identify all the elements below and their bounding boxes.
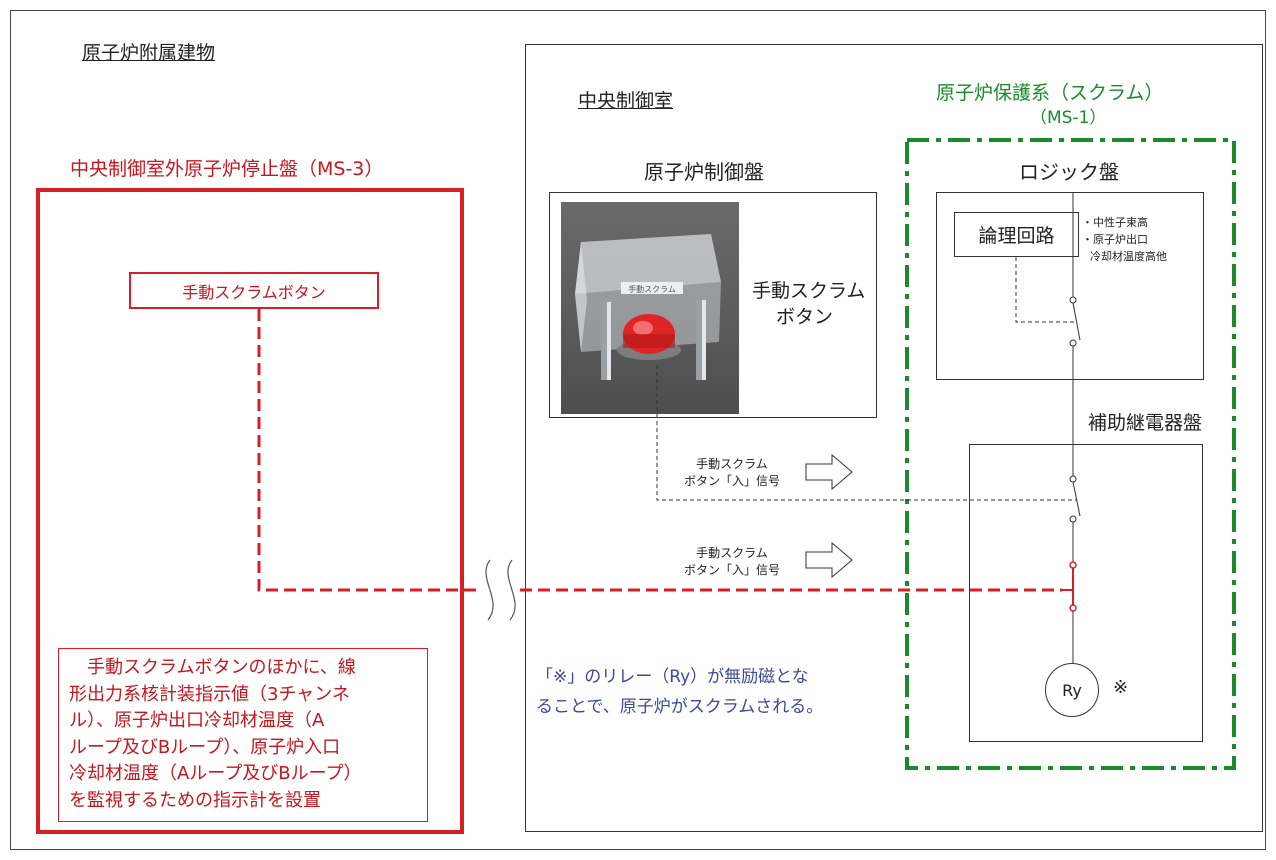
rps-boundary (905, 138, 1236, 770)
contact-terminal (1069, 339, 1077, 347)
remote-note-line: 形出力系核計装指示値（3チャンネ (69, 683, 350, 705)
remote-manual-scram-button-label: 手動スクラムボタン (182, 282, 326, 302)
signal-label-line: ボタン「入」信号 (683, 474, 780, 488)
signal-arrow-1 (805, 453, 853, 491)
remote-note-line: ループ及びBループ）、原子炉入口 (69, 736, 341, 758)
remote-note-line: を監視するための指示計を設置 (69, 789, 321, 811)
diagram-frame (10, 10, 1266, 850)
signal-label-1: 手動スクラム ボタン「入」信号 (674, 456, 790, 490)
line-break-mark (507, 559, 516, 621)
relay-note-line1: 「※」のリレー（Ry）が無励磁とな (536, 667, 809, 687)
signal-label-line: 手動スクラム (696, 457, 768, 471)
control-button-signal-line (656, 365, 1077, 501)
relay-mark: ※ (1113, 677, 1129, 698)
remote-note-line: ル）、原子炉出口冷却材温度（A (69, 710, 325, 731)
line-break-mark (485, 559, 494, 621)
remote-note-line: 手動スクラムボタンのほかに、線 (87, 657, 356, 678)
remote-contact-terminal (1069, 561, 1077, 569)
logic-panel-title: ロジック盤 (1019, 160, 1119, 184)
relay-label: Ry (1062, 680, 1082, 700)
signal-label-line: 手動スクラム (696, 546, 768, 560)
button-caption-line2: ボタン (776, 306, 834, 328)
remote-panel-note: 手動スクラムボタンのほかに、線 形出力系核計装指示値（3チャンネ ル）、原子炉出… (58, 648, 428, 822)
scram-button-cover-graphic: 手動スクラム (575, 234, 721, 380)
relay-coil: Ry (1045, 663, 1099, 717)
signal-arrow-2 (805, 541, 853, 579)
rps-title-class: （MS-1） (1030, 108, 1107, 128)
button-caption-line1: 手動スクラム (752, 280, 866, 302)
central-control-room-title: 中央制御室 (578, 90, 674, 112)
contact-terminal (1069, 515, 1077, 523)
logic-circuit-label: 論理回路 (978, 225, 1055, 247)
reactor-control-panel-title: 原子炉制御盤 (644, 160, 764, 184)
contact-terminal (1069, 296, 1077, 304)
remote-contact-terminal (1069, 604, 1077, 612)
contact-terminal (1069, 475, 1077, 483)
contact-blade (1072, 481, 1081, 517)
logic-circuit-box: 論理回路 (954, 212, 1079, 257)
aux-relay-panel-title: 補助継電器盤 (1088, 412, 1203, 434)
relay-note-line2: ることで、原子炉がスクラムされる。 (536, 697, 824, 717)
remote-signal-line (257, 309, 478, 592)
remote-manual-scram-button[interactable]: 手動スクラムボタン (129, 272, 379, 309)
trip-condition: ・中性子束高 (1082, 216, 1148, 229)
building-title: 原子炉附属建物 (82, 42, 216, 64)
manual-scram-button-photo: 手動スクラム (561, 202, 739, 414)
signal-label-2: 手動スクラム ボタン「入」信号 (674, 545, 790, 579)
signal-label-line: ボタン「入」信号 (683, 563, 780, 577)
contact-blade (1072, 302, 1081, 341)
remote-shutdown-panel (36, 188, 464, 834)
remote-note-line: 冷却材温度（Aループ及びBループ） (69, 763, 362, 784)
rps-title: 原子炉保護系（スクラム） (936, 82, 1164, 104)
trip-condition: ・原子炉出口 (1082, 233, 1148, 246)
remote-panel-title: 中央制御室外原子炉停止盤（MS-3） (70, 158, 384, 180)
logic-link (1015, 257, 1077, 323)
trip-condition: 冷却材温度高他 (1090, 250, 1167, 263)
photo-plate-text: 手動スクラム (628, 284, 676, 294)
